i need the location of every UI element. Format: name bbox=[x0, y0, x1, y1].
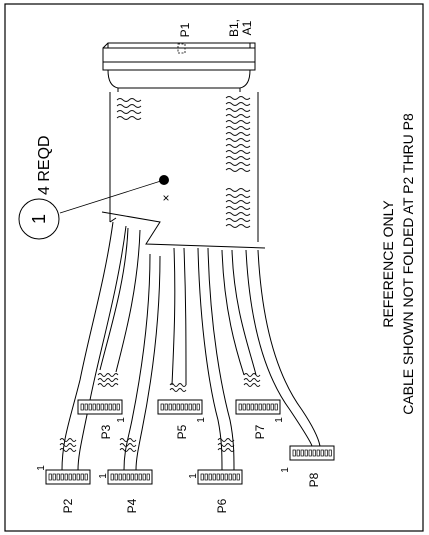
p2-pin1-label: 1 bbox=[36, 465, 47, 471]
p3-label: P3 bbox=[99, 424, 113, 439]
callout-item-number: 1 bbox=[29, 214, 49, 224]
connector-p7 bbox=[235, 399, 281, 415]
connector-p8 bbox=[289, 445, 335, 461]
connector-p2 bbox=[45, 469, 91, 485]
p1-header-connector bbox=[102, 42, 256, 92]
part-marker-x: × bbox=[162, 191, 169, 205]
p8-label: P8 bbox=[307, 472, 321, 487]
drawing-border bbox=[4, 3, 424, 532]
note-reference-only: REFERENCE ONLY bbox=[380, 200, 396, 328]
p5-label: P5 bbox=[175, 424, 189, 439]
p1-pin-label-line2: A1 bbox=[240, 20, 254, 35]
p6-label: P6 bbox=[215, 498, 229, 513]
p2-label: P2 bbox=[61, 498, 75, 513]
p5-pin1-label: 1 bbox=[196, 417, 207, 423]
p1-pin-label-line1: B1, bbox=[227, 19, 241, 37]
connector-p5 bbox=[157, 399, 203, 415]
connector-p6 bbox=[197, 469, 243, 485]
callout-quantity: 4 REQD bbox=[36, 135, 53, 195]
p7-pin1-label: 1 bbox=[274, 417, 285, 423]
p6-pin1-label: 1 bbox=[188, 473, 199, 479]
connector-p3 bbox=[77, 399, 123, 415]
ribbon-cable-body bbox=[101, 92, 266, 249]
callout-leader-line bbox=[59, 179, 165, 214]
callout-balloon bbox=[18, 198, 60, 240]
p3-pin1-label: 1 bbox=[116, 417, 127, 423]
p1-key-marker bbox=[177, 43, 186, 54]
p7-label: P7 bbox=[253, 424, 267, 439]
branch-cables bbox=[59, 221, 321, 471]
p8-pin1-label: 1 bbox=[280, 467, 291, 473]
note-cable-not-folded: CABLE SHOWN NOT FOLDED AT P2 THRU P8 bbox=[400, 113, 416, 415]
p4-label: P4 bbox=[125, 498, 139, 513]
p4-pin1-label: 1 bbox=[98, 473, 109, 479]
connector-p4 bbox=[107, 469, 153, 485]
p1-label: P1 bbox=[178, 22, 192, 37]
